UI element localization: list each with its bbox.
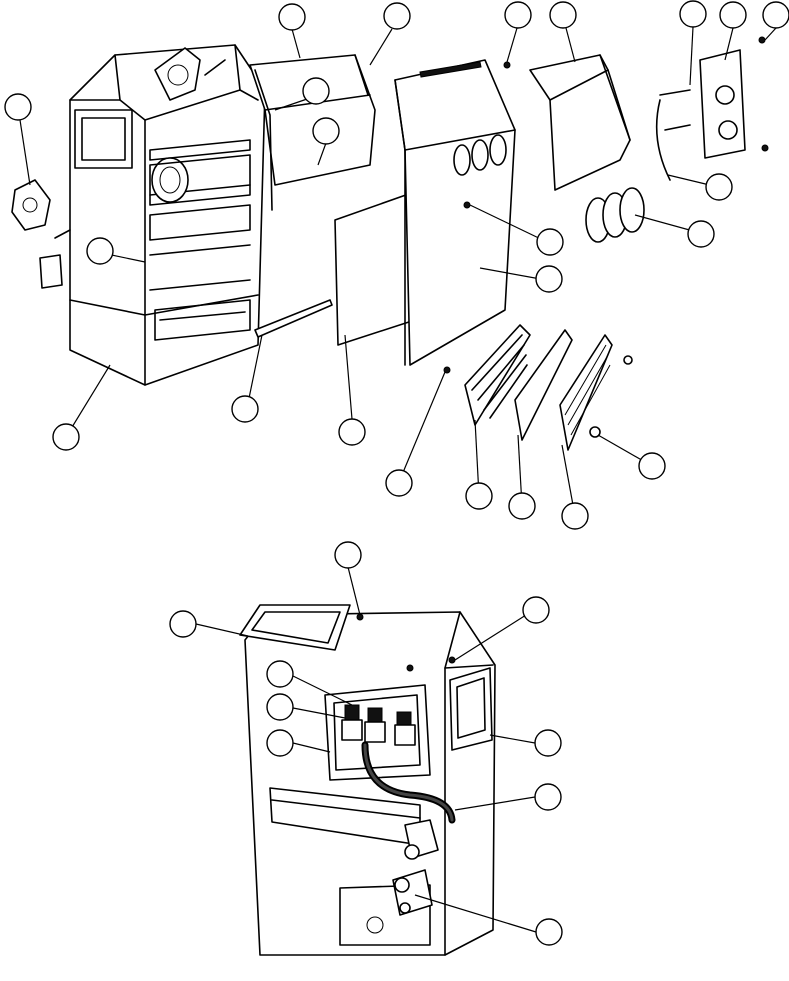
mounting-bracket [269, 787, 421, 846]
callout-circle [705, 173, 733, 201]
callout-circle [465, 482, 493, 510]
valve-box [324, 684, 431, 781]
callout-circle [561, 502, 589, 530]
callout-circle [383, 2, 411, 30]
callout-circle [338, 418, 366, 446]
rear-panel-view [169, 541, 563, 956]
callout-circle [508, 492, 536, 520]
callout-circle [52, 423, 80, 451]
flat-panel [514, 329, 573, 441]
callout-circle [278, 3, 306, 31]
mesh-grille [559, 334, 613, 451]
callout-circle [762, 1, 789, 29]
callout-circle [266, 693, 294, 721]
callout-circle [679, 0, 707, 28]
callout-circle [504, 1, 532, 29]
exploded-view-callouts [4, 0, 789, 530]
fasteners [443, 36, 769, 438]
callout-circle [231, 395, 259, 423]
callout-circle [266, 660, 294, 688]
control-plate [655, 49, 746, 181]
main-housing [69, 44, 266, 386]
side-control-assembly [11, 179, 71, 289]
front-panel [394, 59, 516, 366]
callout-circle [312, 117, 340, 145]
callout-circle [4, 93, 32, 121]
rear-panel [244, 611, 496, 956]
gear-assembly [585, 187, 645, 243]
callout-circle [687, 220, 715, 248]
grille-vent [464, 324, 531, 426]
callout-circle [534, 783, 562, 811]
callout-circle [535, 918, 563, 946]
trim-strip [254, 299, 333, 338]
callout-circle [334, 541, 362, 569]
callout-circle [638, 452, 666, 480]
exploded-view [4, 0, 789, 530]
callout-circle [86, 237, 114, 265]
callout-circle [385, 469, 413, 497]
callout-circle [522, 596, 550, 624]
callout-circle [536, 228, 564, 256]
hose [361, 741, 456, 824]
callout-circle [719, 1, 747, 29]
callout-circle [534, 729, 562, 757]
callout-circle [302, 77, 330, 105]
callout-circle [535, 265, 563, 293]
rear-view-callouts [169, 541, 563, 946]
top-lid [529, 54, 631, 191]
callout-circle [266, 729, 294, 757]
side-window [449, 667, 493, 751]
callout-circle [169, 610, 197, 638]
callout-circle [549, 1, 577, 29]
fittings [392, 819, 439, 916]
rear-leader-lines [195, 566, 537, 933]
window-frame [239, 604, 351, 651]
